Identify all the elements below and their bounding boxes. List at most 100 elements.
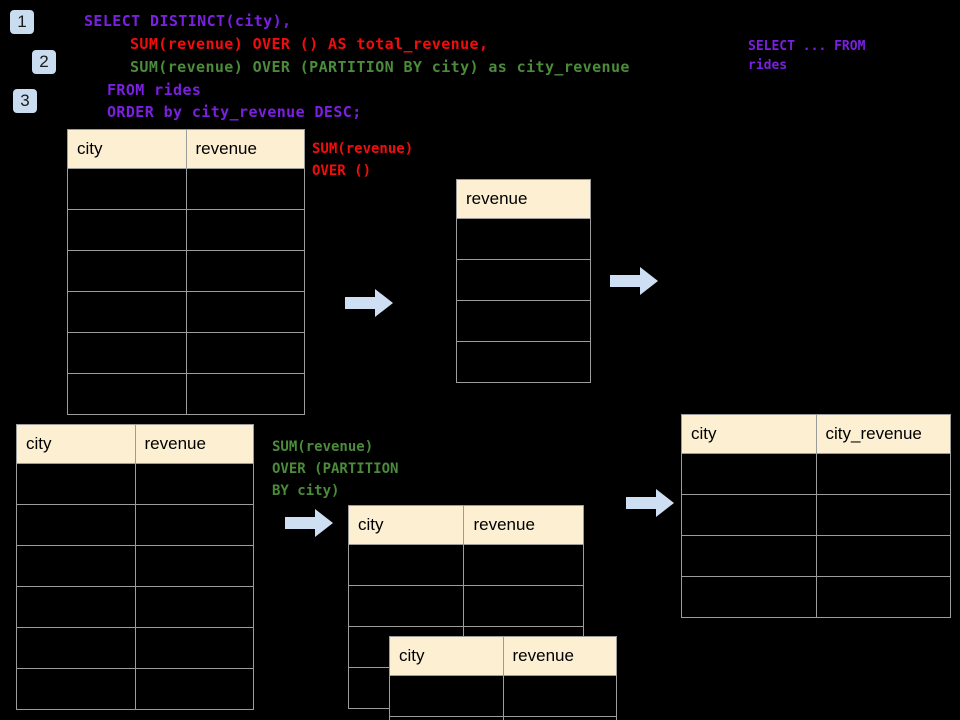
table-header-row: revenue — [456, 179, 591, 219]
table-row — [16, 463, 254, 505]
table-cell — [456, 300, 591, 342]
table-row — [67, 291, 305, 333]
table-row — [389, 716, 617, 720]
table-cell — [185, 209, 305, 251]
column-header: city — [16, 424, 136, 464]
table-row — [389, 675, 617, 717]
table-cell — [389, 675, 504, 717]
table-cell — [463, 585, 584, 627]
column-header: revenue — [456, 179, 591, 219]
table-row — [456, 341, 591, 383]
table-row — [456, 300, 591, 342]
table-row — [67, 373, 305, 415]
table-row — [456, 218, 591, 260]
table-cell — [185, 250, 305, 292]
sql-line-3: SUM(revenue) OVER (PARTITION BY city) as… — [130, 58, 630, 76]
table-cell — [815, 453, 951, 495]
table-row — [67, 209, 305, 251]
table-cell — [16, 586, 136, 628]
sql-line-4: FROM rides — [107, 81, 202, 99]
table-cell — [502, 675, 617, 717]
table-row — [681, 453, 951, 495]
column-header: city — [347, 505, 465, 545]
table-cell — [134, 668, 254, 710]
column-header: revenue — [463, 505, 584, 545]
table-row — [67, 332, 305, 374]
table-row — [67, 250, 305, 292]
table-row — [347, 544, 584, 586]
table-total-revenue: revenue — [456, 179, 591, 383]
table-cell — [681, 535, 817, 577]
arrow-top-left — [345, 289, 393, 317]
arrow-top-right — [610, 267, 658, 295]
table-row — [67, 168, 305, 210]
column-header: city_revenue — [815, 414, 951, 454]
note-select-from-rides: SELECT ... FROM rides — [748, 39, 866, 73]
table-cell — [16, 668, 136, 710]
column-header: city — [389, 636, 504, 676]
table-row — [16, 504, 254, 546]
table-cell — [67, 291, 187, 333]
column-header: city — [681, 414, 817, 454]
table-cell — [463, 544, 584, 586]
table-cell — [16, 545, 136, 587]
table-cell — [16, 463, 136, 505]
table-cell — [815, 535, 951, 577]
table-cell — [456, 218, 591, 260]
table-cell — [134, 504, 254, 546]
table-cell — [681, 494, 817, 536]
note-sum-over-empty: SUM(revenue) OVER () — [312, 141, 414, 179]
sql-line-5: ORDER by city_revenue DESC; — [107, 103, 362, 121]
table-cell — [347, 544, 465, 586]
table-cell — [185, 373, 305, 415]
table-row — [456, 259, 591, 301]
note-sum-over-partition: SUM(revenue) OVER (PARTITION BY city) — [272, 439, 399, 499]
step-badge-3: 3 — [13, 89, 37, 113]
arrow-bottom-right — [626, 489, 674, 517]
sql-line-1: SELECT DISTINCT(city), — [84, 12, 292, 30]
step-badge-2: 2 — [32, 50, 56, 74]
table-cell — [16, 627, 136, 669]
column-header: revenue — [502, 636, 617, 676]
table-cell — [815, 576, 951, 618]
table-cell — [185, 291, 305, 333]
table-row — [16, 586, 254, 628]
table-cell — [681, 576, 817, 618]
table-cell — [67, 209, 187, 251]
table-row — [681, 535, 951, 577]
column-header: city — [67, 129, 187, 169]
table-cell — [134, 545, 254, 587]
table-cell — [347, 585, 465, 627]
table-cell — [67, 250, 187, 292]
table-row — [16, 545, 254, 587]
table-cell — [389, 716, 504, 720]
table-cell — [134, 627, 254, 669]
table-cell — [502, 716, 617, 720]
column-header: revenue — [185, 129, 305, 169]
sql-line-2: SUM(revenue) OVER () AS total_revenue, — [130, 35, 489, 53]
table-row — [681, 494, 951, 536]
table-cell — [134, 463, 254, 505]
step-badge-1: 1 — [10, 10, 34, 34]
table-cell — [456, 259, 591, 301]
arrow-bottom-left — [285, 509, 333, 537]
table-cell — [67, 332, 187, 374]
table-row — [347, 585, 584, 627]
table-cell — [815, 494, 951, 536]
table-cell — [456, 341, 591, 383]
table-row — [16, 627, 254, 669]
table-cell — [16, 504, 136, 546]
table-cell — [185, 332, 305, 374]
table-row — [681, 576, 951, 618]
table-row — [16, 668, 254, 710]
